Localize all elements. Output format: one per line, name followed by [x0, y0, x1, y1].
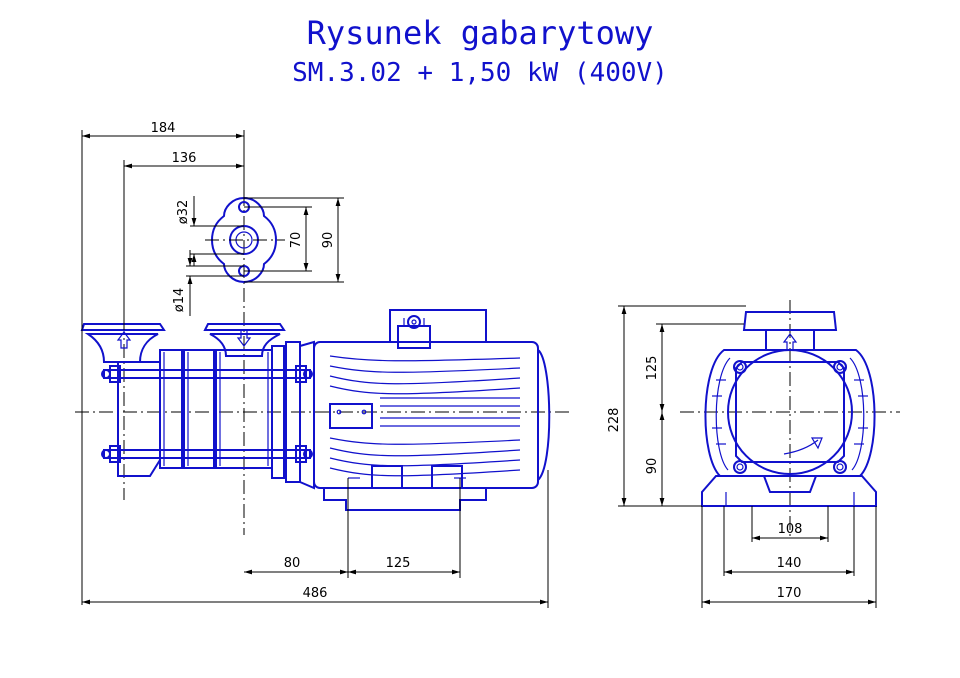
drawing-title: Rysunek gabarytowy: [306, 14, 654, 52]
dim-108: 108: [778, 522, 803, 537]
dim-140: 140: [777, 556, 802, 571]
dim-80: 80: [284, 556, 301, 571]
dim-125-side: 125: [645, 356, 660, 381]
dim-d32: ø32: [176, 200, 191, 225]
flow-in-arrow-icon: [116, 331, 132, 349]
flow-out-arrow-icon: [236, 329, 252, 347]
pump-stages: [101, 341, 313, 483]
side-view: 184 136 ø32 ø14 70 90 80: [75, 121, 572, 608]
drawing-subtitle: SM.3.02 + 1,50 kW (400V): [292, 58, 668, 88]
rotation-arrow-icon: [783, 439, 819, 455]
flow-up-arrow-icon: [782, 333, 798, 351]
nameplate: [329, 403, 373, 429]
dim-228: 228: [607, 408, 622, 433]
dim-d14: ø14: [172, 288, 187, 313]
dim-170: 170: [777, 586, 802, 601]
dim-70: 70: [289, 232, 304, 249]
flange-detail: [205, 196, 285, 284]
dim-136: 136: [172, 151, 197, 166]
motor: [299, 309, 551, 511]
title-block: Rysunek gabarytowy SM.3.02 + 1,50 kW (40…: [0, 0, 960, 100]
suction-flange: [80, 323, 166, 363]
side-dimensions: 184 136 ø32 ø14 70 90 80: [81, 121, 549, 608]
dim-90-side: 90: [645, 458, 660, 475]
dim-90-flange: 90: [321, 232, 336, 249]
dim-486: 486: [303, 586, 328, 601]
discharge-flange: [203, 323, 286, 357]
dim-125-base: 125: [386, 556, 411, 571]
dim-184: 184: [151, 121, 176, 136]
front-view: 228 125 90 108 140 170: [607, 300, 900, 608]
